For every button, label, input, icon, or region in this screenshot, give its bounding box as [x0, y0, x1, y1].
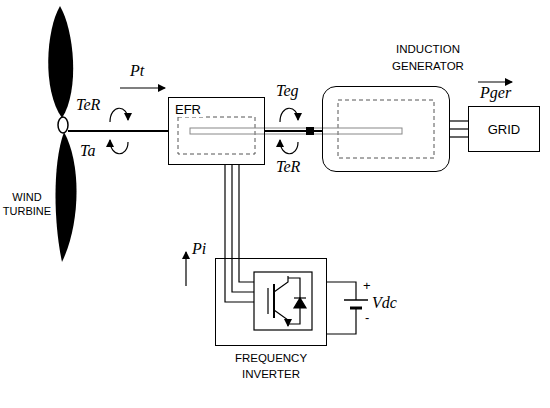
torque-label: Teg — [276, 82, 299, 100]
voltage-label: Vdc — [372, 294, 397, 312]
generator-box: INDUCTION GENERATOR — [322, 86, 450, 172]
connector — [450, 121, 468, 137]
polarity-sign: + — [363, 278, 371, 293]
part-label: WIND TURBINE — [2, 190, 52, 219]
node-label: EFR — [173, 102, 203, 117]
turbine-shaft — [68, 130, 168, 132]
power-label: Pger — [480, 84, 511, 102]
node-label: GRID — [488, 122, 521, 137]
efr-box: EFR — [168, 97, 265, 165]
node-label: INDUCTION GENERATOR — [383, 41, 473, 74]
inner-parts — [178, 100, 434, 158]
power-label: Pi — [192, 240, 206, 258]
torque-label: Ta — [80, 142, 95, 160]
torque-label: TeR — [76, 96, 100, 114]
power-arrow — [185, 252, 186, 286]
battery-symbol — [327, 282, 368, 334]
inverter-box: FREQUENCY INVERTER — [215, 258, 327, 346]
grid-box: GRID — [468, 106, 540, 152]
node-label: FREQUENCY INVERTER — [221, 351, 321, 382]
connector — [265, 131, 322, 132]
power-arrow — [120, 87, 165, 88]
torque-label: TeR — [276, 158, 300, 176]
power-arrow — [478, 81, 512, 82]
inverter-circuit — [225, 258, 312, 330]
power-label: Pt — [130, 62, 144, 80]
polarity-sign: - — [365, 310, 369, 325]
connector — [225, 165, 239, 258]
turbine-blades — [48, 6, 76, 262]
